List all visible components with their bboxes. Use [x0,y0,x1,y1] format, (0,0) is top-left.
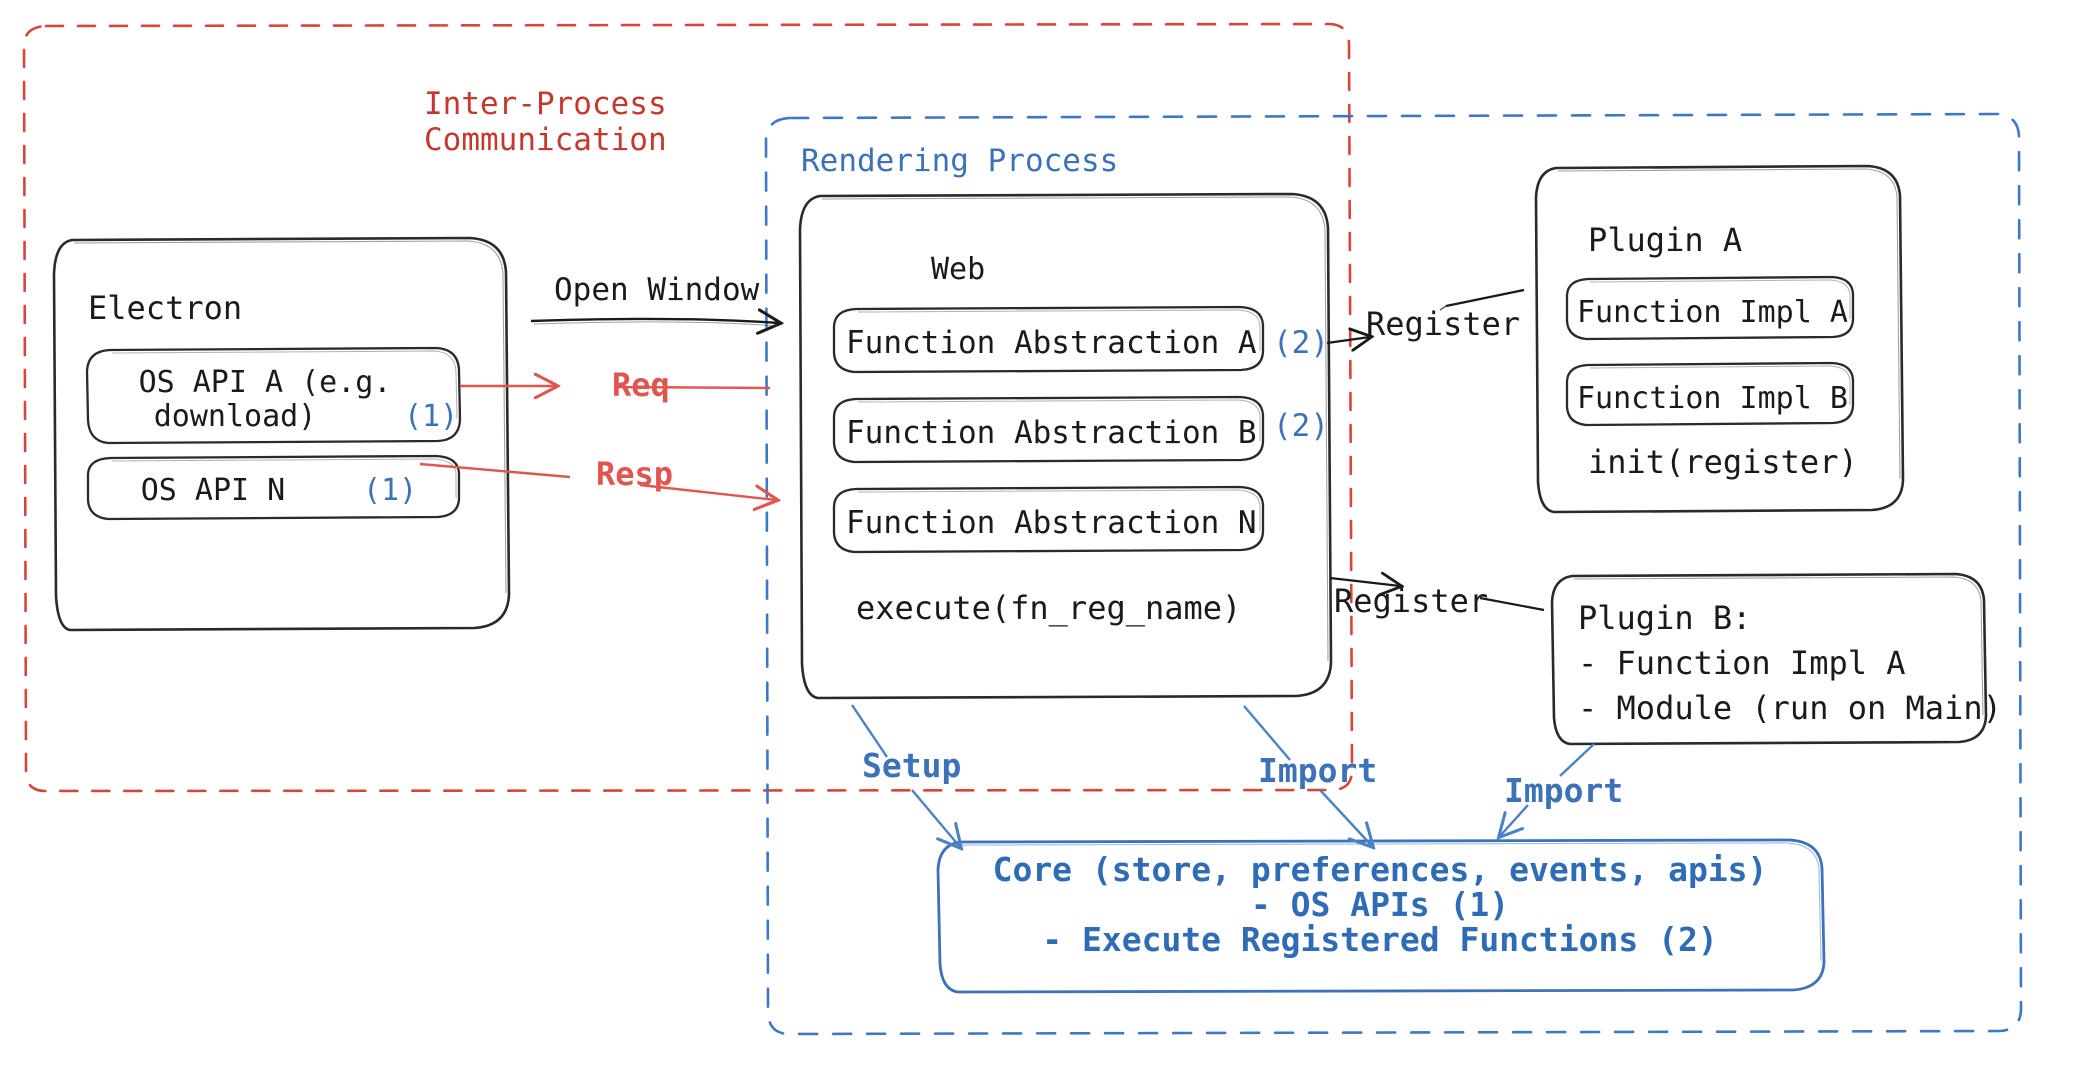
function-impl-a-label: Function Impl A [1577,295,1848,330]
function-abstraction-b-label: Function Abstraction B [846,415,1257,451]
plugin-a-init-label: init(register) [1588,443,1858,481]
function-abstraction-n-label: Function Abstraction N [846,505,1257,541]
plugin-b-item-function-impl-a: - Function Impl A [1578,644,1906,682]
web-execute-label: execute(fn_reg_name) [856,589,1242,627]
core-line1: Core (store, preferences, events, apis) [992,850,1768,889]
plugin-b-title: Plugin B: [1578,599,1752,637]
os-api-n-label: OS API N [140,473,286,508]
register-plugin-b-label: Register [1334,582,1489,620]
function-abstraction-b-badge: (2) [1273,408,1329,444]
resp-label: Resp [596,455,674,493]
os-api-n-badge: (1) [363,473,418,508]
ipc-region-label-line2: Communication [424,122,667,158]
rendering-region-label: Rendering Process [801,143,1119,179]
os-api-a-label-line2: download) [153,399,317,434]
register-plugin-a-label: Register [1366,305,1521,343]
function-abstraction-a-label: Function Abstraction A [846,325,1257,361]
os-api-a-label-line1: OS API A (e.g. [138,365,392,400]
electron-title: Electron [88,289,243,327]
function-abstraction-a-badge: (2) [1273,325,1329,361]
setup-label: Setup [862,746,962,785]
import-web-label: Import [1258,751,1378,790]
os-api-a-badge: (1) [404,399,459,434]
function-impl-b-label: Function Impl B [1577,381,1848,416]
req-label: Req [612,366,670,404]
web-title: Web [931,252,986,287]
plugin-b-item-module: - Module (run on Main) [1578,689,2002,727]
open-window-label: Open Window [554,272,760,308]
ipc-region-label-line1: Inter-Process [424,86,667,122]
core-line3: - Execute Registered Functions (2) [1042,920,1718,959]
core-line2: - OS APIs (1) [1250,885,1510,924]
open-window-arrow [530,319,779,326]
import-plugin-b-label: Import [1504,771,1624,810]
plugin-a-title: Plugin A [1588,221,1743,259]
